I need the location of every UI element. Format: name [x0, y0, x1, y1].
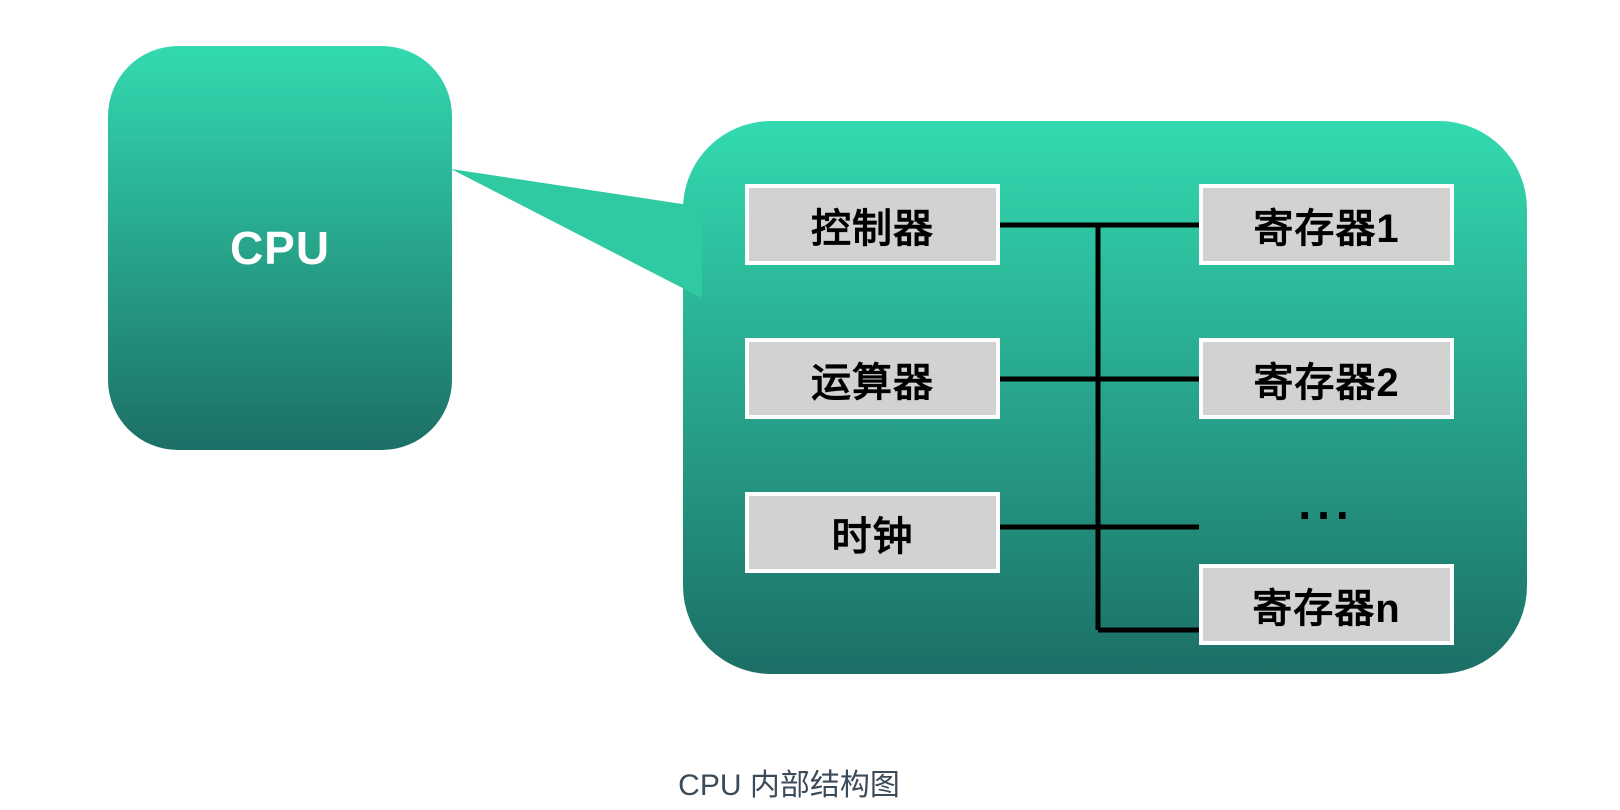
callout-triangle	[451, 169, 702, 298]
node-controller: 控制器	[745, 184, 1000, 265]
registers-ellipsis-label: ...	[1298, 477, 1355, 529]
registers-ellipsis: ...	[1199, 468, 1454, 538]
node-register-1-label: 寄存器1	[1253, 206, 1400, 251]
node-alu: 运算器	[745, 338, 1000, 419]
node-clock-label: 时钟	[831, 514, 914, 559]
node-clock: 时钟	[745, 492, 1000, 573]
node-register-n-label: 寄存器n	[1252, 586, 1401, 631]
node-register-1: 寄存器1	[1199, 184, 1454, 265]
cpu-block: CPU	[108, 46, 452, 450]
diagram-caption: CPU 内部结构图	[678, 769, 900, 802]
node-alu-label: 运算器	[811, 360, 934, 405]
node-controller-label: 控制器	[811, 206, 934, 251]
node-register-2-label: 寄存器2	[1253, 360, 1400, 405]
cpu-label: CPU	[229, 222, 331, 274]
node-register-2: 寄存器2	[1199, 338, 1454, 419]
node-register-n: 寄存器n	[1199, 564, 1454, 645]
